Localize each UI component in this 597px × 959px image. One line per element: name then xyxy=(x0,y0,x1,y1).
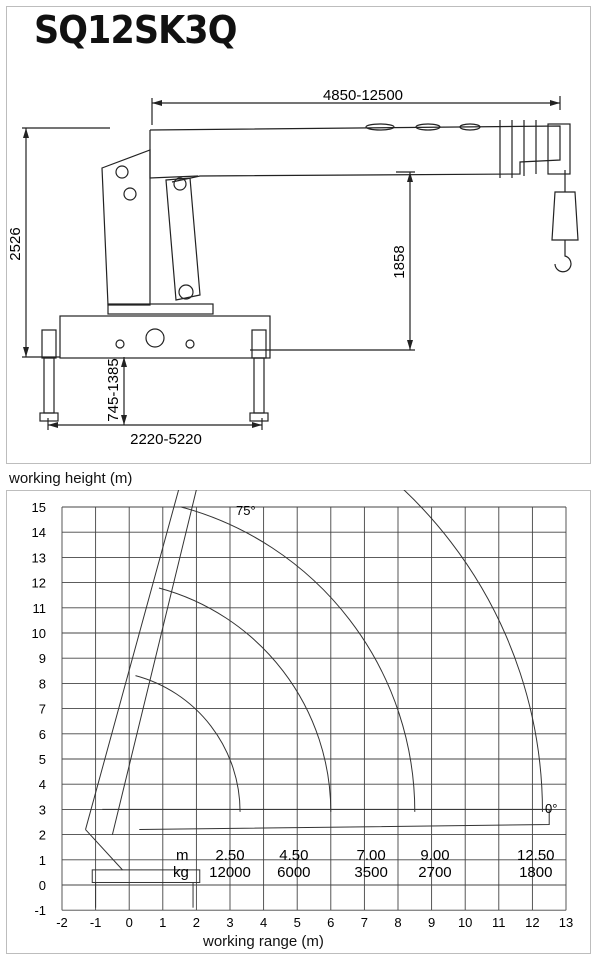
y-tick-label: 11 xyxy=(33,601,47,616)
leg-height-dimension: 745-1385 xyxy=(105,358,122,421)
range-unit-label: m xyxy=(176,847,189,864)
y-tick-label: 10 xyxy=(32,626,46,641)
x-tick-label: 8 xyxy=(394,915,401,930)
y-tick-label: 4 xyxy=(39,777,46,792)
y-tick-label: 5 xyxy=(39,752,46,767)
boom-0deg xyxy=(102,808,550,831)
reach-arc xyxy=(158,587,332,812)
working-arcs xyxy=(135,490,543,812)
range-value: 2.50 xyxy=(215,847,244,864)
x-tick-label: 3 xyxy=(226,915,233,930)
reach-arc xyxy=(135,675,241,812)
range-value: 4.50 xyxy=(279,847,308,864)
boom-length-dimension: 4850-12500 xyxy=(323,87,403,104)
range-values: 2.50 4.50 7.00 9.00 12.50 xyxy=(215,847,554,864)
y-tick-label: 8 xyxy=(39,676,46,691)
load-value: 6000 xyxy=(277,864,310,881)
y-tick-label: 12 xyxy=(32,576,46,591)
crane-side-view: 4850-12500 2526 1858 745-1385 2220-5220 xyxy=(7,87,579,448)
x-tick-label: 12 xyxy=(525,915,539,930)
y-tick-label: 15 xyxy=(32,500,46,515)
hook-height-dimension: 1858 xyxy=(391,245,408,278)
y-tick-label: 1 xyxy=(39,853,46,868)
load-value: 2700 xyxy=(418,864,451,881)
load-value: 12000 xyxy=(209,864,251,881)
y-tick-label: -1 xyxy=(34,903,46,918)
model-title: SQ12SK3Q xyxy=(34,8,237,52)
angle-75-label: 75° xyxy=(236,503,256,518)
load-chart-frame xyxy=(6,490,591,954)
x-tick-label: 1 xyxy=(159,915,166,930)
x-tick-label: 9 xyxy=(428,915,435,930)
range-value: 7.00 xyxy=(357,847,386,864)
reach-arc xyxy=(180,506,416,812)
x-tick-label: 13 xyxy=(559,915,573,930)
working-range-caption: working range (m) xyxy=(203,933,324,950)
load-value: 3500 xyxy=(354,864,387,881)
x-tick-label: 7 xyxy=(361,915,368,930)
x-tick-label: 11 xyxy=(492,915,506,930)
y-tick-label: 3 xyxy=(39,802,46,817)
x-tick-label: -2 xyxy=(56,915,68,930)
reach-arc xyxy=(403,490,543,812)
y-tick-label: 9 xyxy=(39,651,46,666)
x-tick-label: 10 xyxy=(458,915,472,930)
crane-base xyxy=(91,869,201,883)
x-tick-label: 2 xyxy=(193,915,200,930)
x-tick-label: 0 xyxy=(126,915,133,930)
y-tick-label: 6 xyxy=(39,727,46,742)
x-tick-label: 6 xyxy=(327,915,334,930)
x-tick-label: 4 xyxy=(260,915,267,930)
y-tick-label: 2 xyxy=(39,828,46,843)
load-value: 1800 xyxy=(519,864,552,881)
x-tick-label: 5 xyxy=(294,915,301,930)
y-tick-label: 7 xyxy=(39,702,46,717)
range-value: 12.50 xyxy=(517,847,555,864)
y-tick-label: 14 xyxy=(32,525,46,540)
boom-75deg xyxy=(85,490,197,835)
y-tick-label: 0 xyxy=(39,878,46,893)
side-view-frame xyxy=(6,6,591,464)
range-value: 9.00 xyxy=(420,847,449,864)
load-values: 12000 6000 3500 2700 1800 xyxy=(209,864,552,881)
column xyxy=(85,829,123,871)
x-tick-label: -1 xyxy=(90,915,102,930)
working-height-caption: working height (m) xyxy=(9,470,133,487)
boom-positions xyxy=(85,490,550,908)
total-height-dimension: 2526 xyxy=(7,227,24,260)
outrigger-span-dimension: 2220-5220 xyxy=(130,431,202,448)
y-tick-label: 13 xyxy=(32,550,46,565)
chart-grid xyxy=(61,506,567,911)
load-unit-label: kg xyxy=(173,864,189,881)
angle-0-label: 0° xyxy=(545,801,557,816)
